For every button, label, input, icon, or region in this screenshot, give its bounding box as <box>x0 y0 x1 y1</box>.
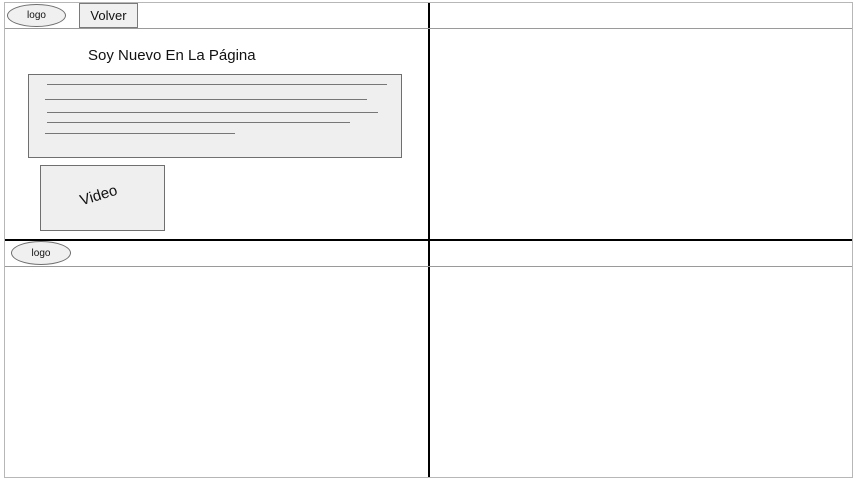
text-line <box>47 84 387 85</box>
top-header-separator <box>5 28 852 29</box>
outer-frame <box>4 2 853 478</box>
page-title: Soy Nuevo En La Página <box>88 47 256 64</box>
text-placeholder-box <box>28 74 402 158</box>
bottom-logo[interactable]: logo <box>11 241 71 265</box>
horizontal-divider <box>5 239 852 241</box>
back-button[interactable]: Volver <box>79 3 138 28</box>
bottom-logo-label: logo <box>31 247 51 259</box>
text-line <box>45 99 367 100</box>
video-label: Video <box>78 181 120 210</box>
text-line <box>45 133 235 134</box>
bottom-header-separator <box>5 266 852 267</box>
video-placeholder[interactable]: Video <box>40 165 165 231</box>
text-line <box>47 122 350 123</box>
top-logo[interactable]: logo <box>7 4 66 27</box>
text-line <box>47 112 378 113</box>
top-logo-label: logo <box>27 10 46 21</box>
